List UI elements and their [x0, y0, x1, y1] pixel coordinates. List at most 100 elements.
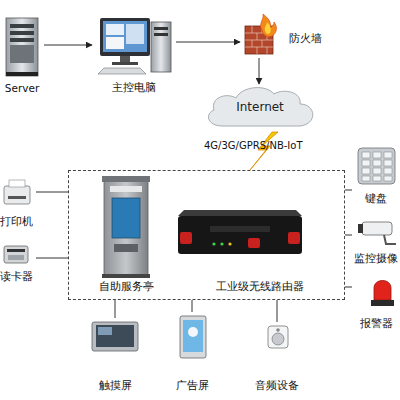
key: [384, 152, 392, 158]
key: [373, 152, 381, 158]
flow-arrow: [44, 45, 92, 46]
touch-frame: [92, 322, 138, 351]
computer-node: 主控电脑: [92, 12, 176, 94]
adscreen-node: 广告屏: [164, 312, 220, 392]
node-label: 监控摄像: [354, 252, 398, 265]
screen-window: [106, 37, 124, 49]
keypad-keys: [362, 152, 392, 181]
node-label: 键盘: [365, 192, 387, 205]
touchscreen-node: 触摸屏: [85, 318, 145, 392]
key: [362, 168, 370, 174]
router-led: [228, 242, 231, 245]
kiosk-panel: [114, 244, 138, 252]
antenna-connector: [180, 232, 192, 244]
speaker-body: [268, 326, 288, 348]
ad-figure: [188, 327, 198, 337]
network-label: 4G/3G/GPRS/NB-IoT: [204, 140, 303, 152]
keypad-node: 键盘: [352, 145, 400, 205]
kiosk-base: [102, 274, 150, 278]
key: [373, 160, 381, 166]
router-node: 工业级无线路由器: [176, 200, 304, 293]
touch-screen: [96, 325, 134, 347]
kiosk-body: [104, 180, 148, 276]
speaker-cone: [272, 333, 284, 345]
router-body: [178, 216, 302, 254]
flame-core: [265, 22, 271, 34]
key: [362, 160, 370, 166]
alarm-dome: [374, 281, 391, 301]
server-bay: [10, 31, 34, 35]
printer-slot: [8, 196, 26, 199]
reader-node: 读卡器: [0, 243, 36, 283]
key: [362, 176, 370, 181]
touch-icon: [98, 327, 112, 335]
link-line: [36, 258, 68, 259]
key: [373, 168, 381, 174]
ad-frame: [180, 316, 206, 358]
node-label: 读卡器: [0, 270, 33, 283]
kiosk-roof: [102, 176, 150, 182]
node-label: 自助服务亭: [99, 280, 154, 293]
keypad-body: [358, 148, 395, 184]
ad-picture: [183, 320, 203, 352]
link-line: [277, 300, 278, 322]
alarm-node: 报警器: [352, 275, 400, 330]
alarm-base: [371, 300, 394, 306]
monitor-foot: [112, 62, 138, 65]
router-top: [178, 210, 302, 216]
key: [384, 168, 392, 174]
node-label: 打印机: [0, 215, 33, 228]
camera-node: 监控摄像: [352, 215, 400, 265]
reader-face: [8, 255, 24, 260]
audio-node: 音频设备: [245, 322, 309, 392]
node-label: 音频设备: [255, 379, 299, 392]
node-label: 防火墙: [289, 32, 322, 45]
node-label: 广告屏: [176, 379, 209, 392]
monitor-stand: [120, 56, 130, 62]
kiosk-screen: [112, 198, 140, 238]
camera-bracket: [384, 235, 396, 244]
flow-arrow: [259, 58, 260, 84]
router-led: [220, 242, 223, 245]
firewall-node: 防火墙: [240, 18, 322, 58]
reader-slot: [7, 249, 25, 252]
printer-node: 打印机: [0, 178, 36, 228]
pc-drive: [154, 33, 168, 36]
kiosk-node: 自助服务亭: [94, 175, 158, 293]
server-base: [6, 72, 38, 76]
pc-tower: [151, 22, 171, 72]
node-label: Server: [5, 82, 39, 95]
printer-body: [4, 186, 30, 204]
link-line: [345, 287, 352, 288]
device-group: 自助服务亭 工业级无线路由器: [68, 170, 345, 300]
link-line: [192, 300, 193, 312]
key: [373, 176, 381, 181]
pc-drive: [154, 27, 168, 30]
link-line: [345, 190, 352, 191]
node-label: 触摸屏: [99, 379, 132, 392]
key: [384, 176, 392, 181]
router-led: [212, 242, 215, 245]
server-tower: [6, 18, 38, 76]
monitor-screen: [103, 21, 147, 52]
node-label: Internet: [236, 101, 284, 114]
server-bay: [10, 24, 34, 28]
server-bay: [10, 38, 34, 42]
key: [362, 152, 370, 158]
flow-arrow: [176, 42, 240, 43]
camera-lens: [358, 224, 363, 233]
link-line: [345, 235, 352, 236]
node-label: 报警器: [360, 317, 393, 330]
key: [384, 160, 392, 166]
kiosk-sign: [110, 186, 142, 192]
firewall-flame: [261, 14, 277, 37]
reader-body: [4, 246, 28, 263]
internet-cloud: Internet: [200, 84, 320, 130]
antenna-connector: [288, 232, 300, 244]
screen-window: [106, 24, 124, 35]
screen-window: [126, 24, 144, 44]
server-vent: [10, 45, 34, 63]
